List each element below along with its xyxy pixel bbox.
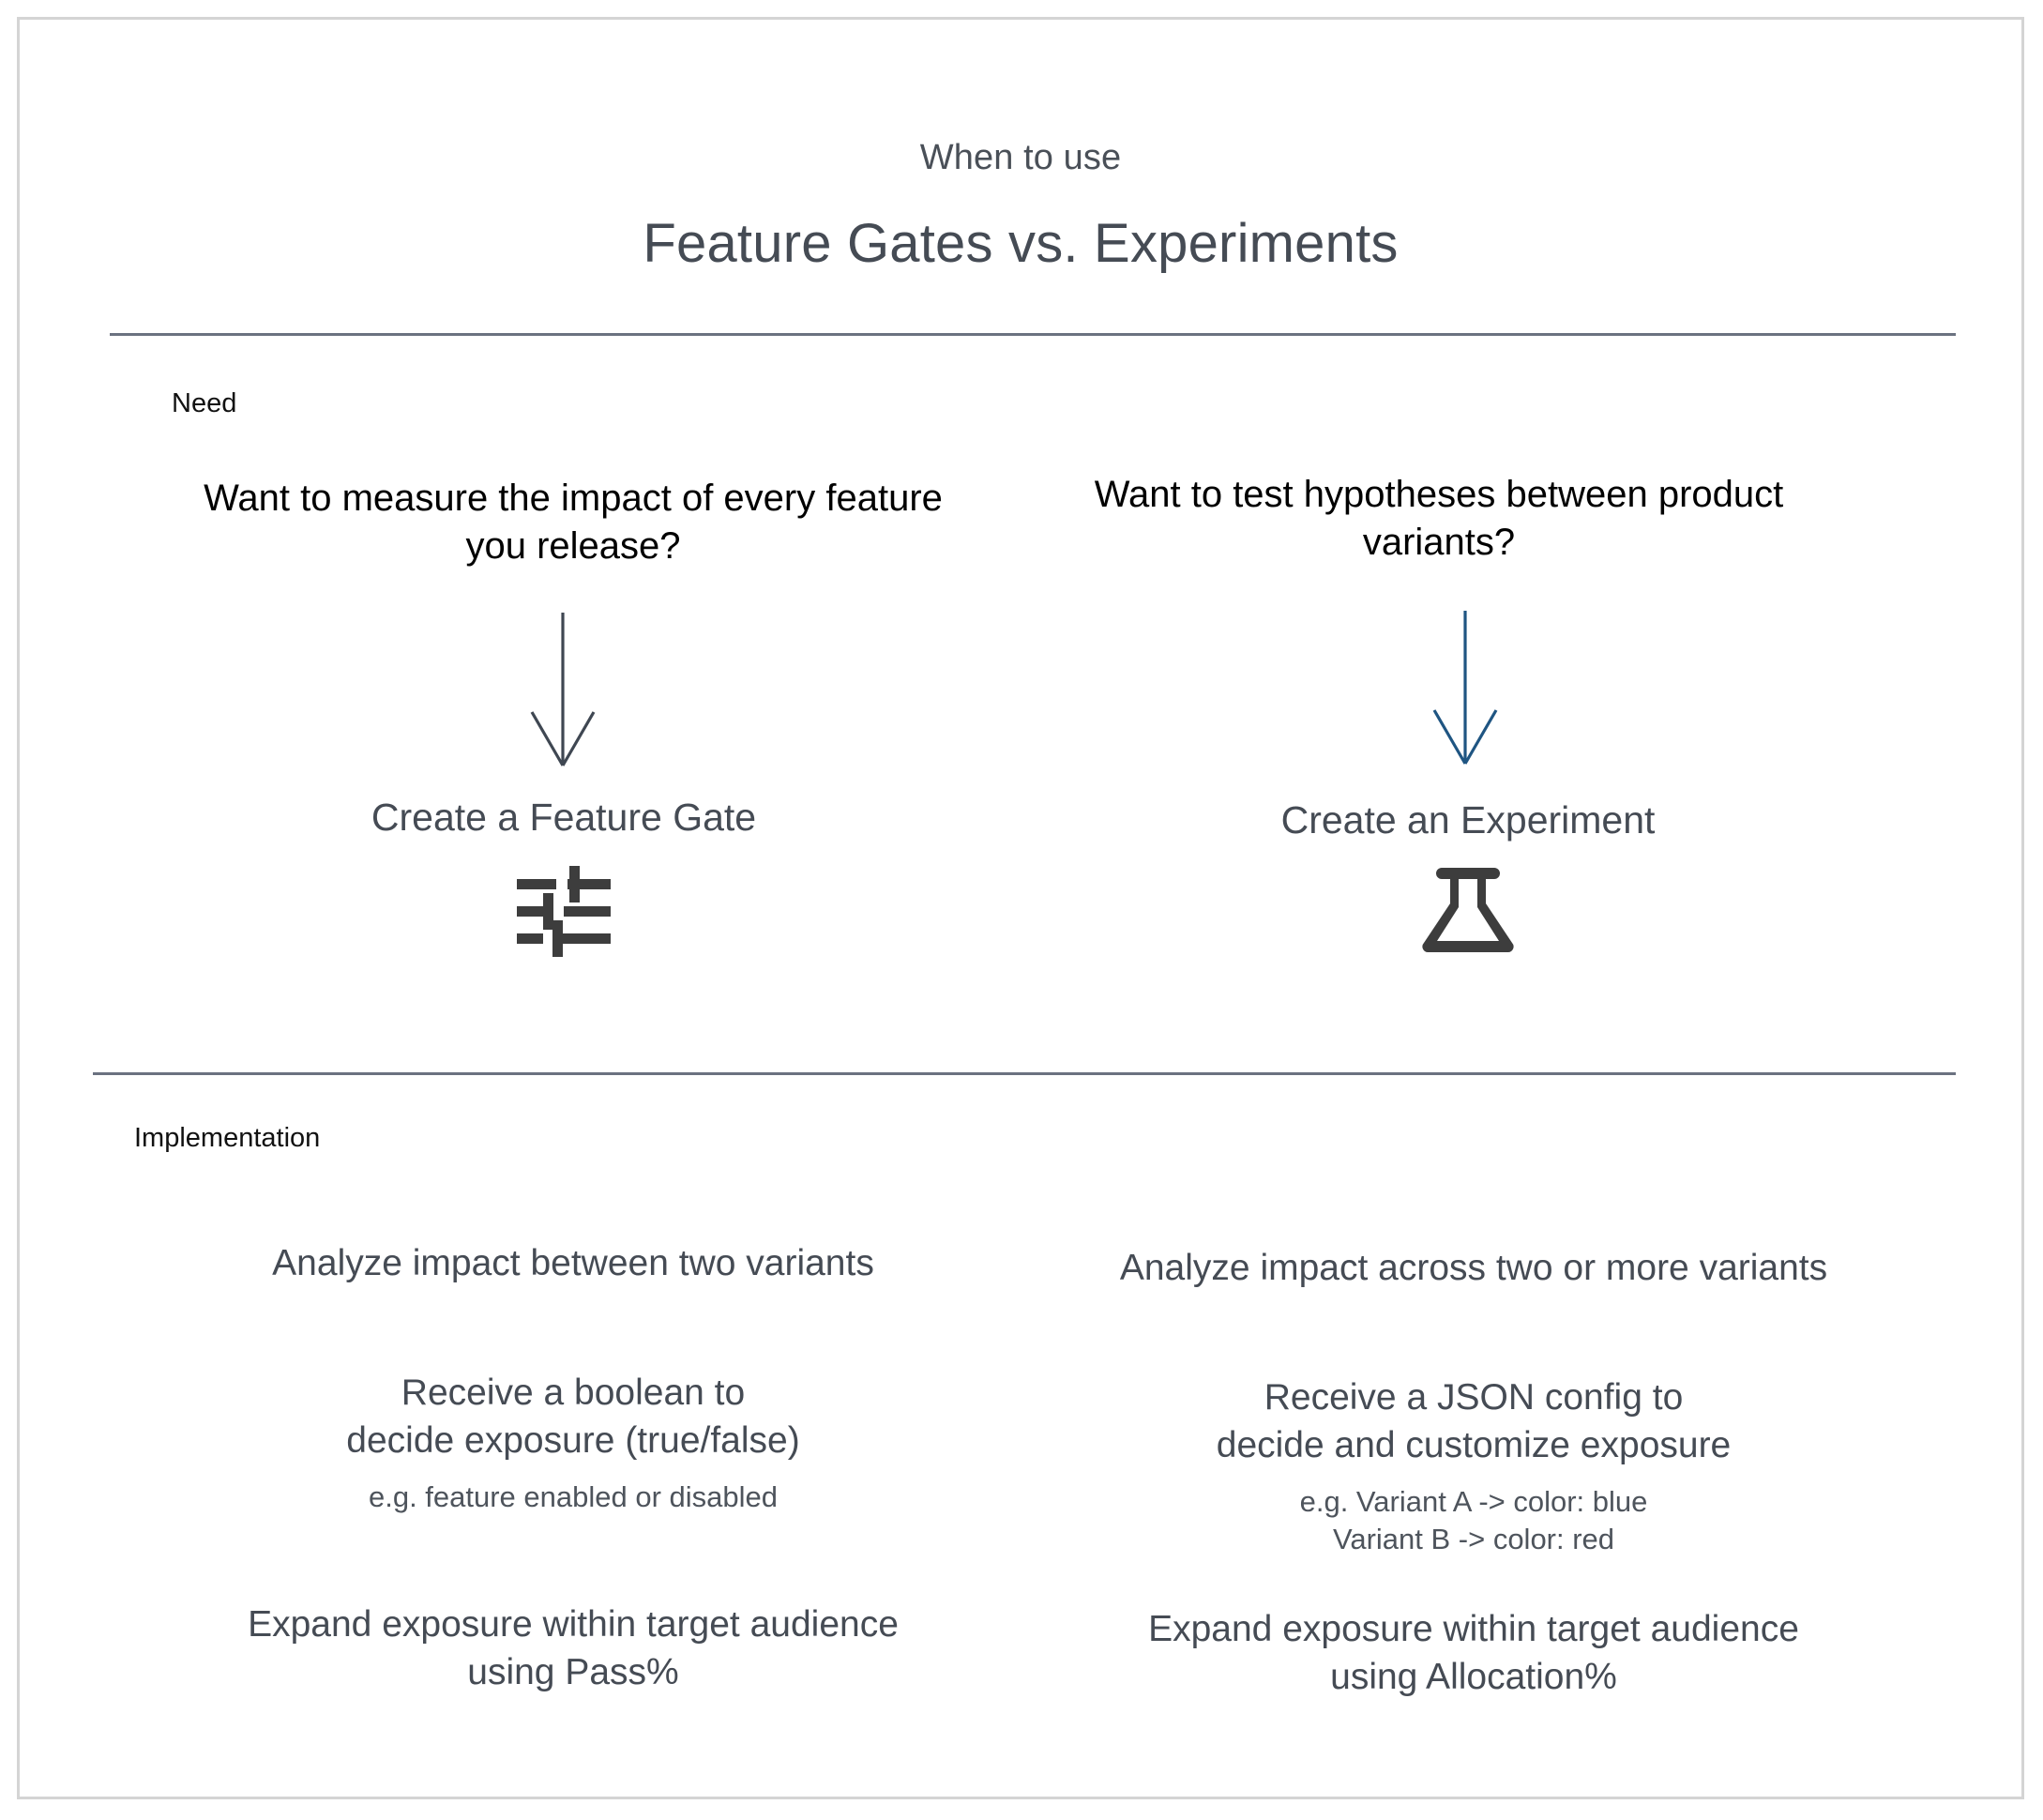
impl-main-text: Analyze impact across two or more varian… xyxy=(1119,1248,1828,1288)
down-arrow-icon-left xyxy=(511,611,614,775)
section-label-implementation: Implementation xyxy=(134,1123,321,1153)
sliders-tune-icon xyxy=(517,866,611,957)
impl-row-left-1: Analyze impact between two variants xyxy=(170,1239,976,1287)
slide-eyebrow: When to use xyxy=(919,138,1122,177)
impl-main-text: Analyze impact between two variants xyxy=(272,1243,874,1283)
impl-example-text: e.g. feature enabled or disabled xyxy=(368,1479,779,1513)
divider-need xyxy=(110,333,1956,336)
section-label-need: Need xyxy=(172,388,237,418)
need-question-left: Want to measure the impact of every feat… xyxy=(204,478,943,568)
impl-row-right-1: Analyze impact across two or more varian… xyxy=(1070,1244,1877,1292)
divider-implementation xyxy=(93,1072,1956,1075)
page-title: Feature Gates vs. Experiments xyxy=(643,213,1399,274)
down-arrow-icon-right xyxy=(1414,609,1517,773)
flask-icon-wrapper xyxy=(1093,862,1843,966)
flask-icon xyxy=(1422,868,1514,953)
slide-canvas: When to use Feature Gates vs. Experiment… xyxy=(17,17,2024,1799)
need-question-right: Want to test hypotheses between product … xyxy=(1094,474,1784,564)
outcome-label-experiment: Create an Experiment xyxy=(1280,798,1656,842)
sliders-tune-icon-wrapper xyxy=(189,864,939,963)
slide-header: When to use Feature Gates vs. Experiment… xyxy=(20,20,2021,271)
outcome-label-feature-gate: Create a Feature Gate xyxy=(371,796,757,839)
